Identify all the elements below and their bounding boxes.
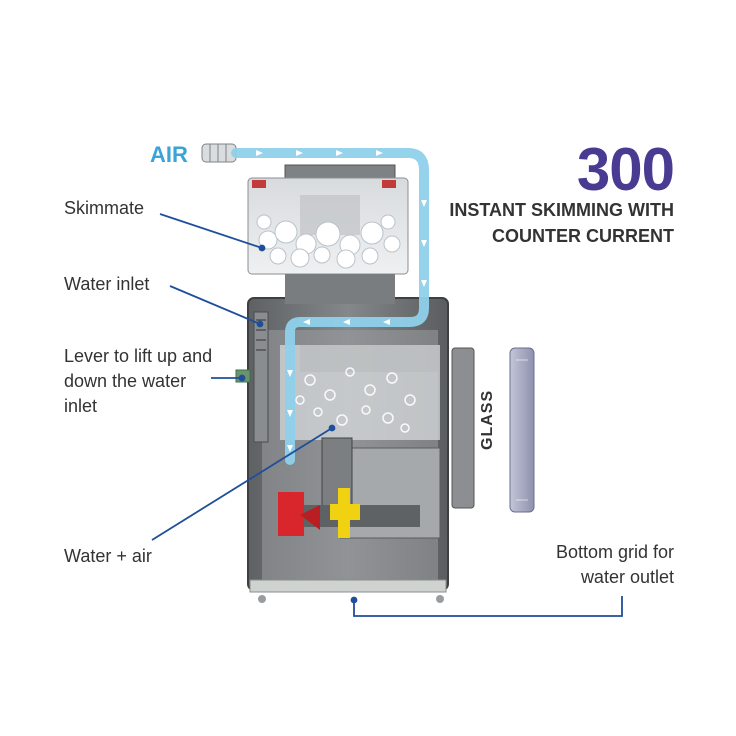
lever-label-line-1: Lever to lift up and [64, 344, 212, 369]
lever-label: Lever to lift up and down the water inle… [64, 344, 212, 419]
skimmate-leader [160, 214, 262, 248]
water-air-label: Water + air [64, 544, 152, 569]
glass-label: GLASS [479, 410, 509, 450]
tagline-line-2: COUNTER CURRENT [492, 223, 674, 249]
bottom-grid-label-line-2: water outlet [556, 565, 674, 590]
water-inlet-label: Water inlet [64, 272, 149, 297]
bottom-grid-label-line-1: Bottom grid for [556, 540, 674, 565]
tagline-line-1: INSTANT SKIMMING WITH [449, 197, 674, 223]
water-inlet-leader [170, 286, 260, 324]
lever-label-line-2: down the water [64, 369, 212, 394]
skimmate-label: Skimmate [64, 196, 144, 221]
model-number: 300 [577, 135, 674, 204]
air-connector [202, 144, 236, 162]
lever-label-line-3: inlet [64, 394, 212, 419]
bottom-grid-leader [354, 596, 622, 616]
water-inlet-tube [254, 312, 268, 442]
reaction-chamber [280, 345, 440, 440]
air-label: AIR [150, 142, 188, 168]
bottom-grid-label: Bottom grid for water outlet [556, 540, 674, 590]
